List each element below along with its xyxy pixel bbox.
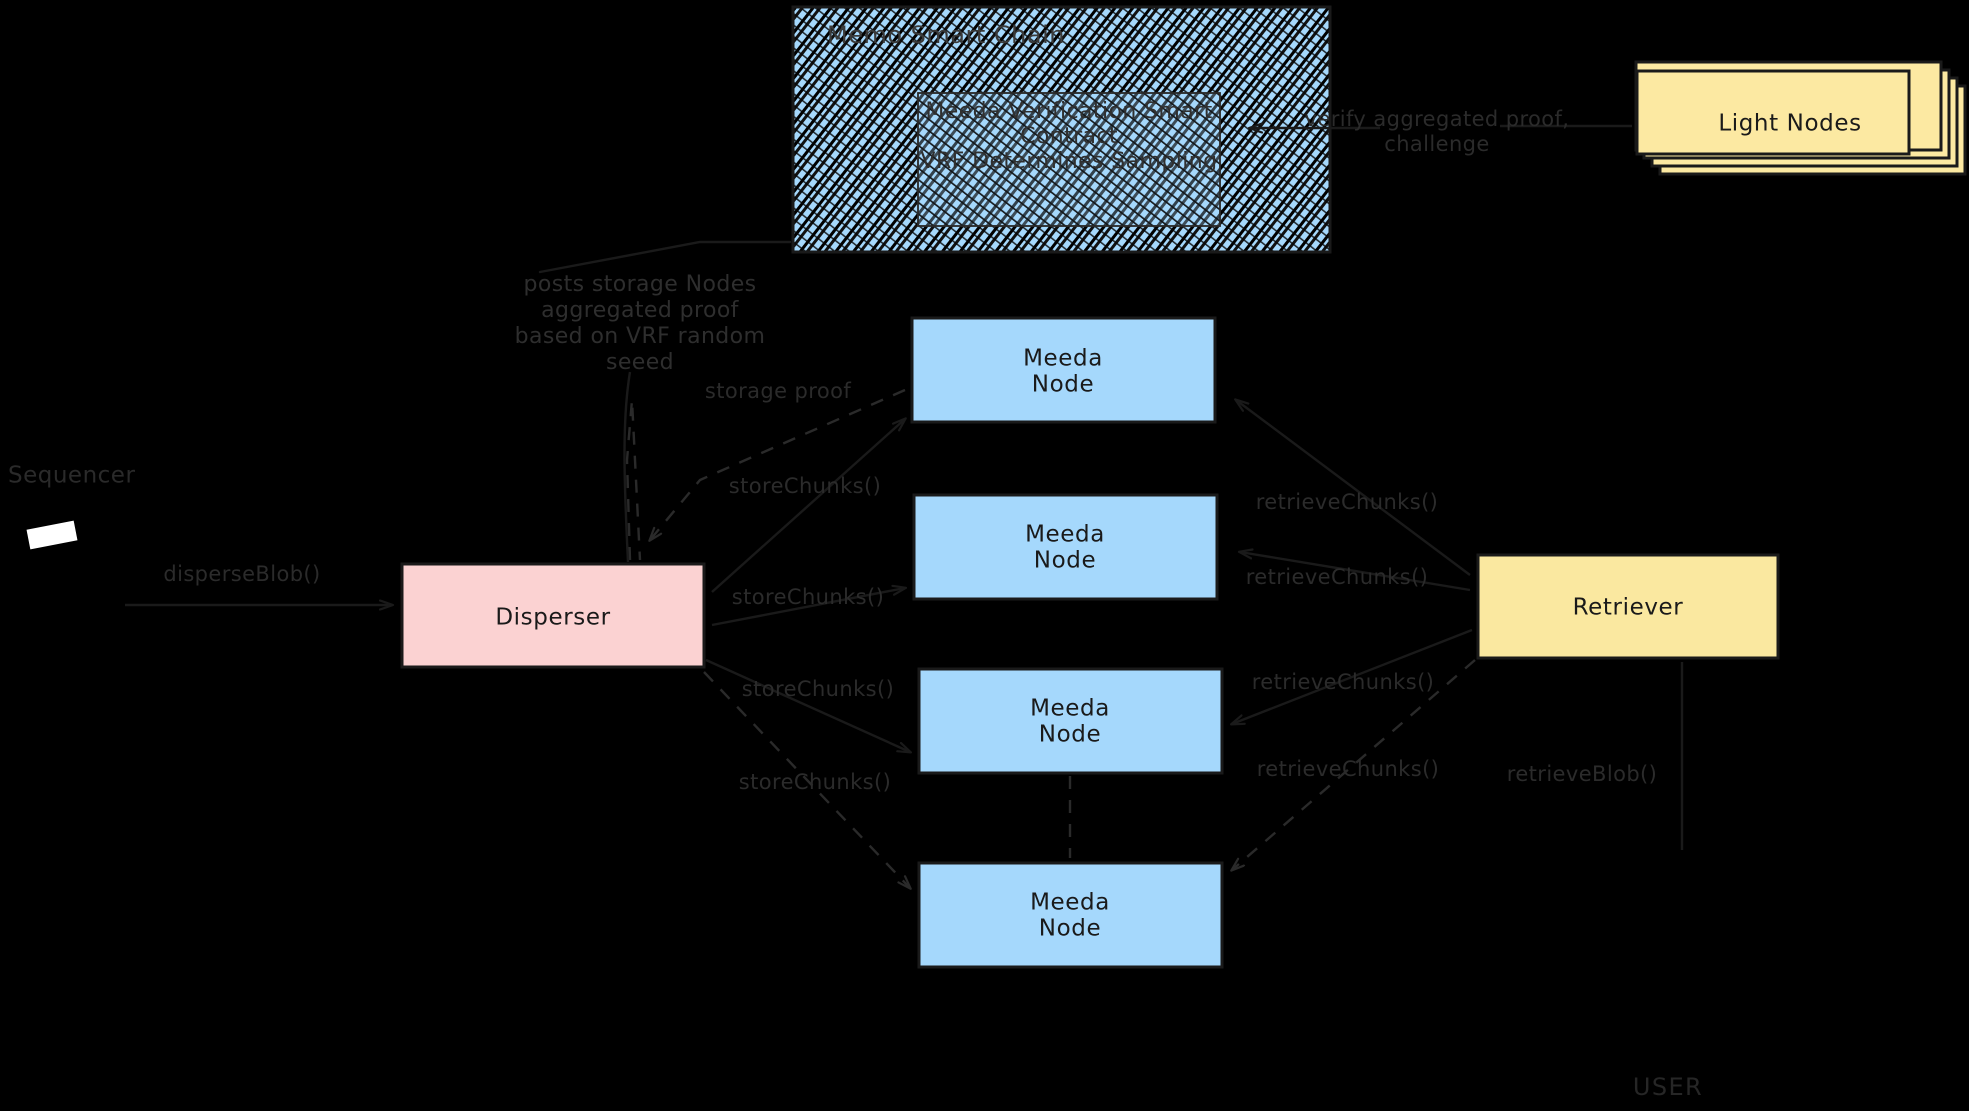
sequencer-group[interactable]: Sequencer	[8, 463, 135, 550]
retrieve-chunks-4-label: retrieveChunks()	[1257, 757, 1440, 781]
light-nodes-stack[interactable]: Light Nodes	[1634, 60, 1967, 176]
storage-proof-label: storage proof	[705, 379, 851, 403]
retriever-box[interactable]: Retriever	[1476, 553, 1780, 660]
meeda-node-3-line-2: Node	[1039, 722, 1101, 748]
edge-retrieve-chunks-3: retrieveChunks()	[1232, 628, 1473, 724]
edge-retrieve-chunks-4: retrieveChunks()	[1232, 659, 1476, 870]
retrieve-blob-label: retrieveBlob()	[1507, 762, 1657, 786]
edge-store-chunks-4: storeChunks()	[703, 671, 910, 888]
meeda-node-2[interactable]: Meeda Node	[912, 493, 1219, 601]
disperse-blob-label: disperseBlob()	[163, 562, 320, 586]
edge-disperser-to-chain: posts storage Nodes aggregated proof bas…	[515, 240, 792, 563]
retrieve-chunks-1-label: retrieveChunks()	[1256, 490, 1439, 514]
sequencer-label: Sequencer	[8, 463, 135, 489]
edge-store-chunks-3: storeChunks()	[705, 658, 910, 752]
contract-line-2: Contract	[1020, 124, 1118, 149]
memo-smart-chain-box[interactable]: Memo Smart Chain Meeda Verification Smar…	[791, 5, 1332, 254]
store-chunks-4-label: storeChunks()	[739, 770, 891, 794]
edge-storage-proof: storage proof	[650, 379, 906, 540]
meeda-node-1[interactable]: Meeda Node	[910, 316, 1217, 424]
meeda-node-3[interactable]: Meeda Node	[917, 667, 1224, 775]
posts-proof-line-1: posts storage Nodes	[523, 272, 756, 297]
edge-store-chunks-1: storeChunks()	[711, 419, 905, 593]
meeda-node-4[interactable]: Meeda Node	[917, 861, 1224, 969]
edge-sequencer-to-disperser: disperseBlob()	[125, 562, 392, 605]
meeda-node-2-line-1: Meeda	[1025, 522, 1105, 548]
edge-retriever-to-user: retrieveBlob()	[1507, 662, 1684, 850]
edge-retrieve-chunks-2: retrieveChunks()	[1240, 552, 1471, 592]
meeda-node-1-line-1: Meeda	[1023, 346, 1103, 372]
edge-store-chunks-2: storeChunks()	[711, 585, 905, 627]
verify-proof-label-line-1: verify aggregated proof,	[1305, 107, 1570, 131]
store-chunks-1-label: storeChunks()	[729, 474, 881, 498]
posts-proof-line-3: based on VRF random	[515, 324, 766, 349]
meeda-node-3-line-1: Meeda	[1030, 696, 1110, 722]
verify-proof-label-line-2: challenge	[1384, 132, 1489, 156]
meeda-node-4-line-2: Node	[1039, 916, 1101, 942]
light-nodes-label: Light Nodes	[1718, 111, 1861, 137]
retrieve-chunks-3-label: retrieveChunks()	[1252, 670, 1435, 694]
user-group[interactable]: USER	[1633, 1073, 1703, 1101]
disperser-label: Disperser	[495, 605, 610, 631]
posts-proof-line-4: seeed	[606, 350, 674, 375]
store-chunks-2-label: storeChunks()	[732, 585, 884, 609]
retrieve-chunks-2-label: retrieveChunks()	[1246, 565, 1429, 589]
meeda-node-2-line-2: Node	[1034, 548, 1096, 574]
contract-line-1: Meeda Verification Smart	[925, 99, 1212, 124]
memo-smart-chain-title: Memo Smart Chain	[827, 21, 1065, 49]
retriever-label: Retriever	[1573, 595, 1684, 621]
meeda-node-1-line-2: Node	[1032, 372, 1094, 398]
sequencer-glyph	[26, 520, 78, 550]
edge-light-nodes-to-chain: verify aggregated proof, challenge	[1250, 107, 1632, 156]
contract-line-3: VRF Determines Sampling	[921, 149, 1218, 174]
meeda-node-4-line-1: Meeda	[1030, 890, 1110, 916]
meeda-verification-contract-box[interactable]: Meeda Verification Smart Contract VRF De…	[917, 92, 1221, 227]
store-chunks-3-label: storeChunks()	[742, 677, 894, 701]
user-label: USER	[1633, 1073, 1703, 1101]
edge-retrieve-chunks-1: retrieveChunks()	[1236, 400, 1471, 576]
posts-proof-line-2: aggregated proof	[541, 298, 740, 323]
disperser-box[interactable]: Disperser	[400, 562, 706, 669]
